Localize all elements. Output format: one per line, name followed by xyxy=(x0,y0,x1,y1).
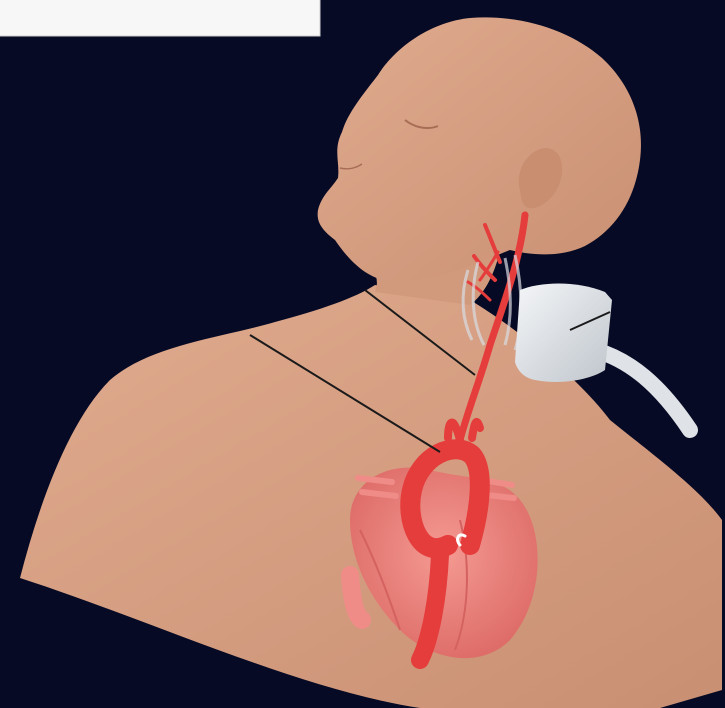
ultrasound-probe xyxy=(515,284,612,382)
head xyxy=(318,17,641,282)
label-box xyxy=(0,0,320,36)
probe-cable xyxy=(595,350,690,430)
